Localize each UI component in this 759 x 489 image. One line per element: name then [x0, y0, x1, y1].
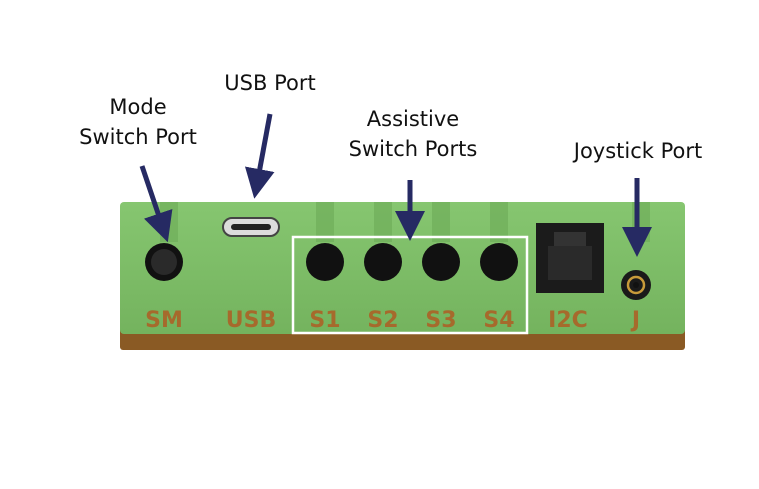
usb-port-callout: USB Port: [224, 71, 316, 95]
assistive-switch-ports-callout: Assistive Switch Ports: [338, 104, 488, 164]
assistive-callout-line1: Assistive: [366, 107, 460, 131]
rib: [490, 202, 508, 242]
switch-jack-s4: [480, 243, 518, 281]
rib: [374, 202, 392, 242]
rib: [316, 202, 334, 242]
switch-jack-s3: [422, 243, 460, 281]
port-label-s2: S2: [367, 308, 398, 333]
mode-switch-jack-inner: [151, 249, 177, 275]
assistive-callout-line2: Switch Ports: [348, 137, 478, 161]
i2c-rj-port: [536, 223, 604, 293]
port-label-s4: S4: [483, 308, 514, 333]
joystick-port-callout: Joystick Port: [573, 139, 703, 163]
port-label-s3: S3: [425, 308, 456, 333]
usb-port-arrow: [244, 113, 275, 199]
rib: [432, 202, 450, 242]
port-label-s1: S1: [309, 308, 340, 333]
port-label-usb: USB: [226, 308, 276, 333]
port-label-sm: SM: [145, 308, 183, 333]
mode-switch-callout-line1: Mode: [109, 95, 167, 119]
mode-switch-callout-line2: Switch Port: [79, 125, 197, 149]
joystick-port: [621, 270, 651, 300]
mode-switch-arrow: [139, 165, 173, 243]
mode-switch-port-callout: Mode Switch Port: [74, 92, 202, 152]
switch-jack-s2: [364, 243, 402, 281]
usb-c-port-inner: [231, 224, 271, 230]
port-label-j: J: [630, 308, 640, 333]
port-label-i2c: I2C: [548, 308, 588, 333]
switch-jack-s1: [306, 243, 344, 281]
